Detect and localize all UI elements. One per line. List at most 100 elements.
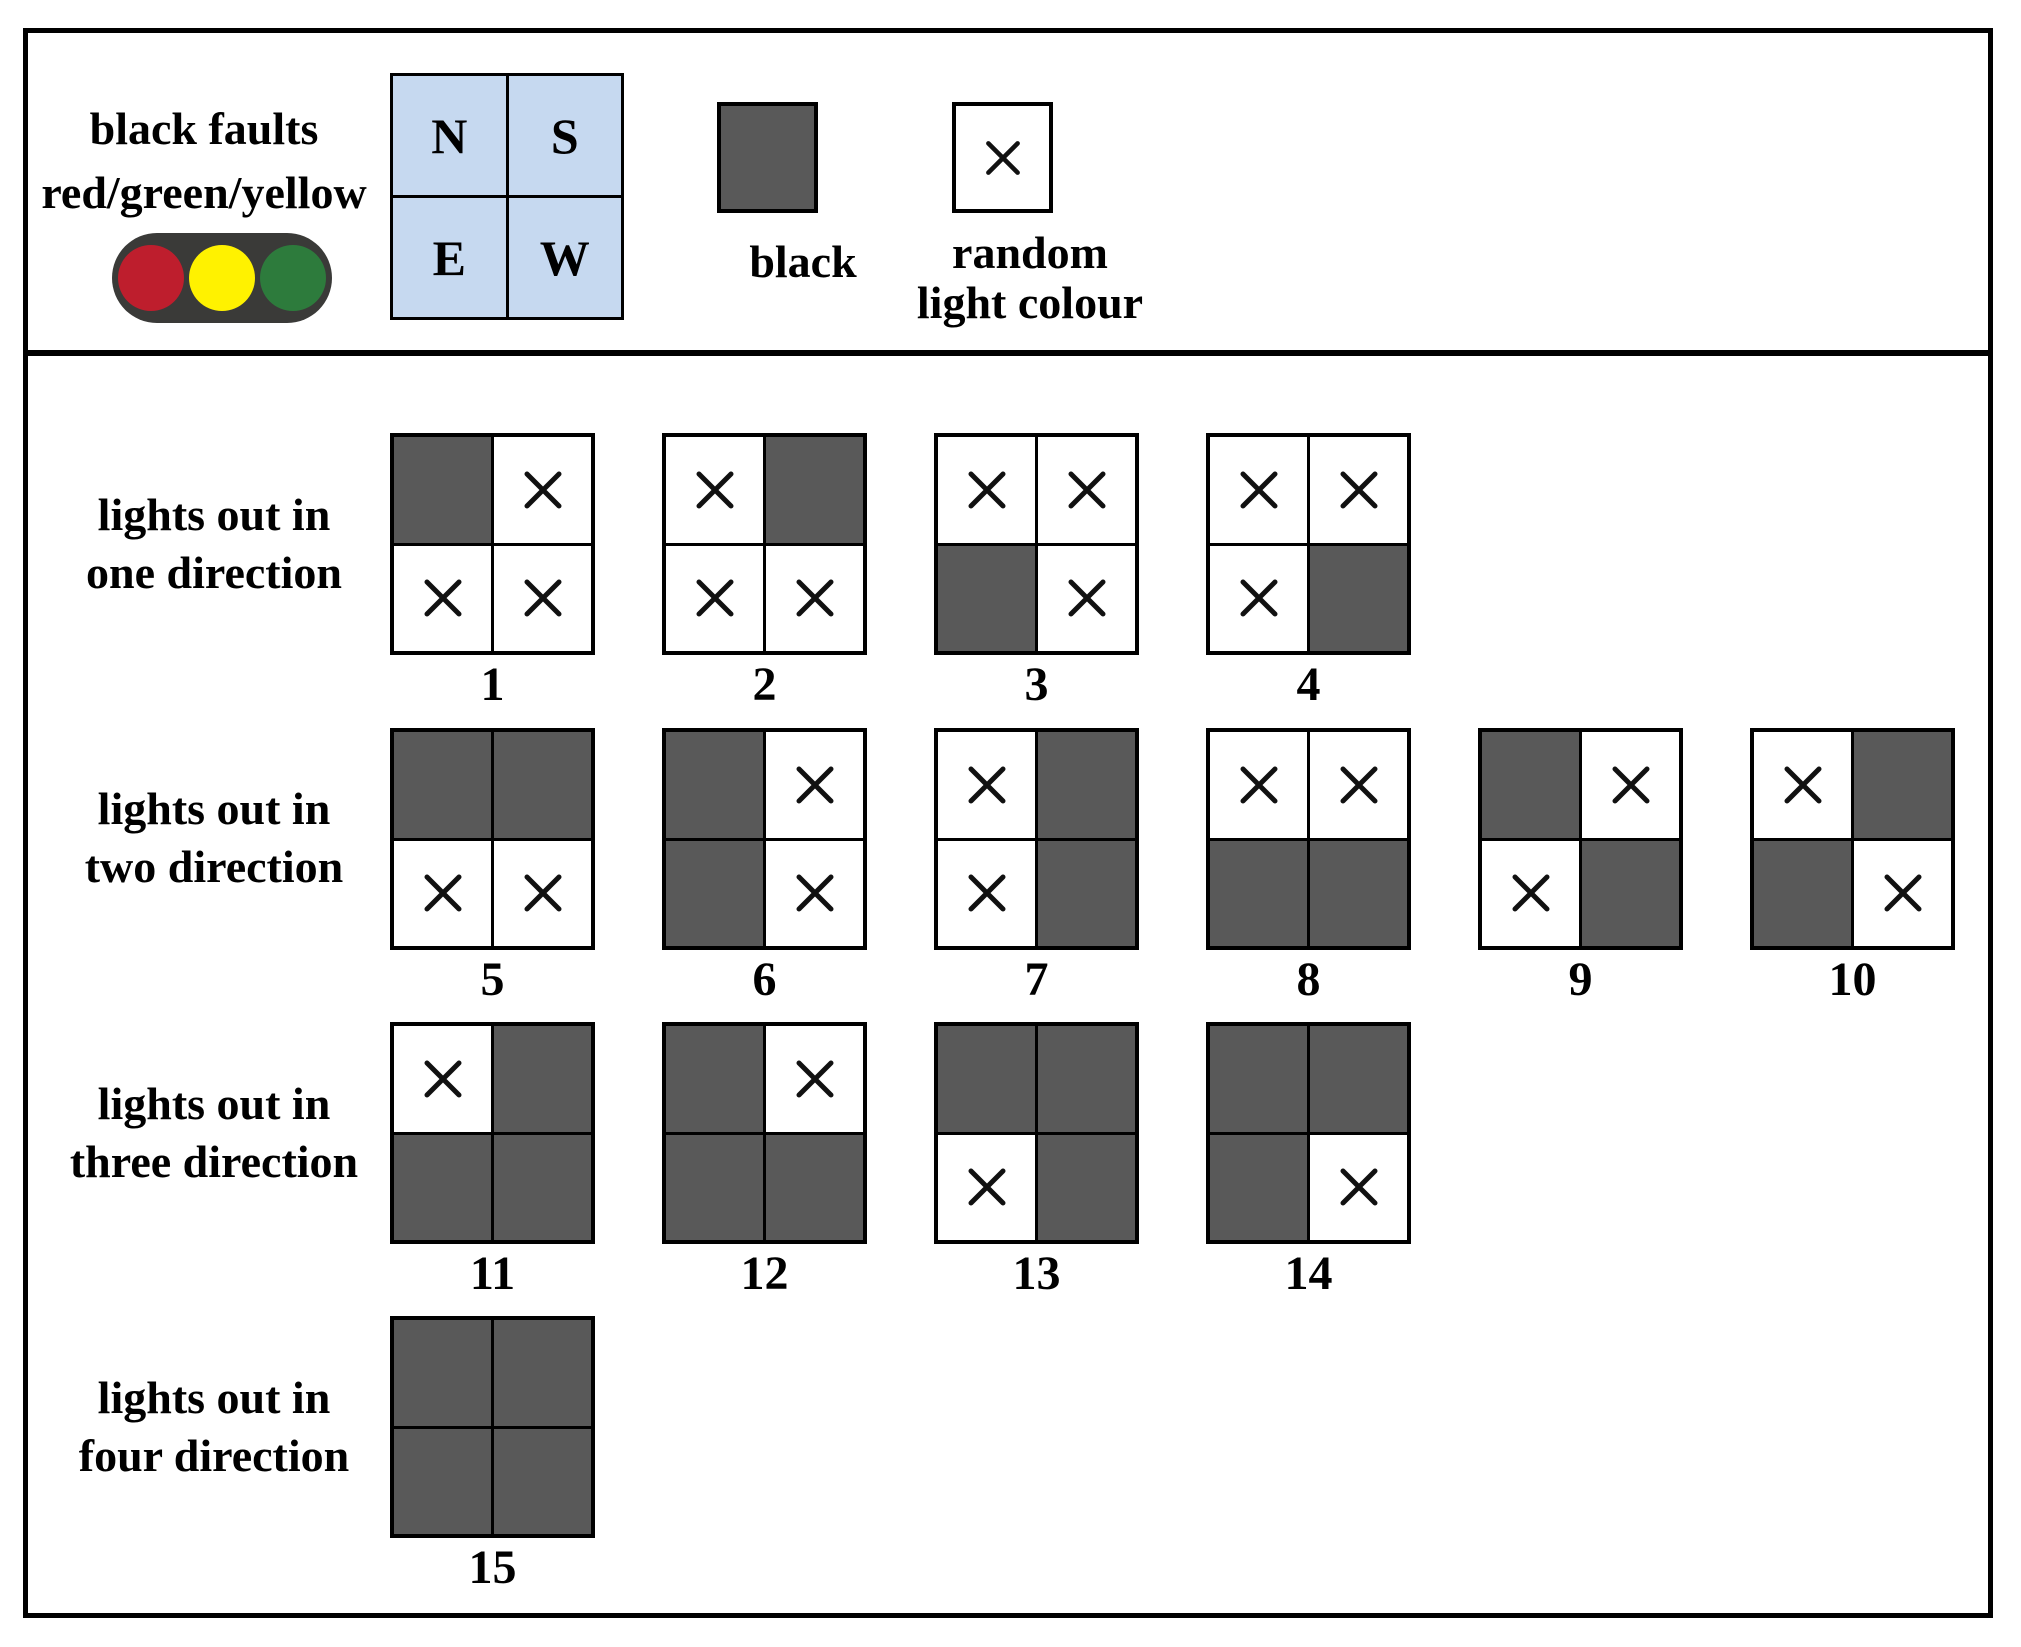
fault-cell <box>666 840 763 946</box>
random-light-cell <box>394 1026 491 1132</box>
random-light-cell <box>938 840 1035 946</box>
random-light-cell <box>1854 840 1951 946</box>
random-light-cell <box>666 545 763 651</box>
row-caption-line: three direction <box>69 1136 359 1187</box>
row-caption: lights out in two direction <box>36 780 392 896</box>
fault-grid-10 <box>1750 728 1955 950</box>
x-mark-icon <box>796 1060 833 1098</box>
fault-cell <box>1038 1134 1135 1240</box>
grid-number: 1 <box>480 658 505 711</box>
grid-number: 4 <box>1296 658 1321 711</box>
fault-grid-3 <box>934 433 1139 655</box>
x-mark-icon <box>1340 766 1377 804</box>
grid-number: 7 <box>1024 953 1049 1006</box>
fault-cell <box>1210 1134 1307 1240</box>
yellow-light-icon <box>189 245 255 311</box>
grid-number: 2 <box>752 658 777 711</box>
random-light-cell <box>938 437 1035 543</box>
random-light-cell <box>938 732 1035 838</box>
random-light-cell <box>1310 732 1407 838</box>
random-light-cell <box>938 1134 1035 1240</box>
fault-cell <box>394 732 491 838</box>
grid-number: 11 <box>469 1247 516 1300</box>
fault-cell <box>1310 1026 1407 1132</box>
fault-cell <box>1210 1026 1307 1132</box>
fault-grid-15 <box>390 1316 595 1538</box>
random-light-cell <box>666 437 763 543</box>
x-mark-icon <box>524 874 561 912</box>
x-mark-icon <box>796 579 833 617</box>
fault-cell <box>494 1428 591 1534</box>
grid-number: 3 <box>1024 658 1049 711</box>
fault-legend-text: black faults red/green/yellow <box>28 97 380 225</box>
fault-cell <box>394 1320 491 1426</box>
grid-number: 14 <box>1284 1247 1333 1300</box>
fault-cell <box>1038 1026 1135 1132</box>
random-legend-line1: random <box>952 227 1108 278</box>
fault-cell <box>1582 840 1679 946</box>
fault-cell <box>766 437 863 543</box>
row-caption-line: one direction <box>86 547 342 598</box>
grid-number: 12 <box>740 1247 789 1300</box>
x-mark-icon <box>1240 579 1277 617</box>
random-light-cell <box>394 545 491 651</box>
fault-grid-9 <box>1478 728 1683 950</box>
random-light-cell <box>1482 840 1579 946</box>
fault-grid-11 <box>390 1022 595 1244</box>
fault-grid-6 <box>662 728 867 950</box>
diagram-frame: black faults red/green/yellow N S E W bl… <box>23 28 1993 1618</box>
random-light-cell <box>494 545 591 651</box>
fault-cell <box>1482 732 1579 838</box>
direction-cell-north: N <box>393 76 506 195</box>
x-mark-icon <box>968 1168 1005 1206</box>
x-mark-icon <box>1240 471 1277 509</box>
x-mark-icon <box>424 1060 461 1098</box>
x-mark-icon <box>524 579 561 617</box>
grid-number: 9 <box>1568 953 1593 1006</box>
random-light-cell <box>1310 1134 1407 1240</box>
fault-cell <box>666 1134 763 1240</box>
random-light-cell <box>1754 732 1851 838</box>
row-caption-line: lights out in <box>97 783 331 834</box>
fault-grid-1 <box>390 433 595 655</box>
x-mark-icon <box>424 874 461 912</box>
direction-cell-west: W <box>508 198 621 317</box>
fault-cell <box>494 732 591 838</box>
fault-cell <box>766 1134 863 1240</box>
fault-legend-line2: red/green/yellow <box>41 167 367 218</box>
x-mark-icon <box>1068 471 1105 509</box>
fault-legend-line1: black faults <box>89 103 319 154</box>
row-caption-line: two direction <box>84 841 344 892</box>
x-mark-icon <box>424 579 461 617</box>
traffic-light-icon <box>112 233 332 323</box>
fault-grid-2 <box>662 433 867 655</box>
random-light-cell <box>394 840 491 946</box>
black-legend-swatch <box>717 102 818 213</box>
fault-cell <box>1854 732 1951 838</box>
random-light-cell <box>766 545 863 651</box>
x-mark-icon <box>1612 766 1649 804</box>
random-light-cell <box>1582 732 1679 838</box>
green-light-icon <box>260 245 326 311</box>
fault-cell <box>1310 840 1407 946</box>
random-light-cell <box>766 1026 863 1132</box>
x-mark-icon <box>796 874 833 912</box>
row-caption-line: lights out in <box>97 489 331 540</box>
x-mark-icon <box>1068 579 1105 617</box>
random-light-cell <box>1210 437 1307 543</box>
grid-number: 6 <box>752 953 777 1006</box>
random-light-cell <box>1038 437 1135 543</box>
random-light-cell <box>494 437 591 543</box>
row-caption-line: lights out in <box>97 1372 331 1423</box>
direction-cell-south: S <box>508 76 621 195</box>
fault-cell <box>1210 840 1307 946</box>
grid-number: 13 <box>1012 1247 1061 1300</box>
fault-cell <box>666 1026 763 1132</box>
row-caption-line: lights out in <box>97 1078 331 1129</box>
grid-number: 5 <box>480 953 505 1006</box>
fault-cell <box>494 1134 591 1240</box>
fault-cell <box>494 1026 591 1132</box>
fault-cell <box>1754 840 1851 946</box>
